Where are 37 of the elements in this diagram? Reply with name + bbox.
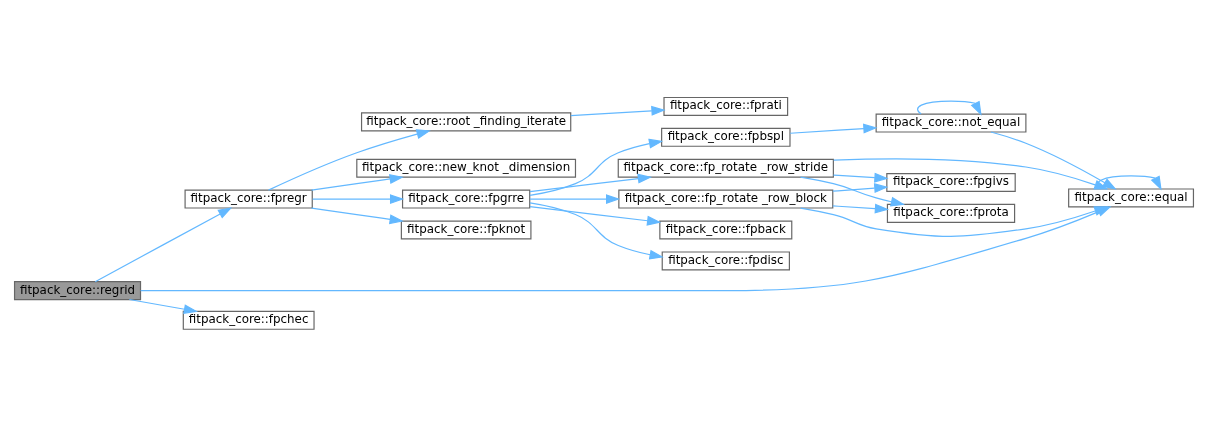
arrow (310, 207, 404, 225)
arrow (529, 138, 664, 196)
node-box: fitpack_core::fprati (663, 96, 789, 116)
arrow (917, 100, 982, 116)
arrow (832, 172, 889, 183)
arrow (128, 298, 199, 315)
node-box: fitpack_core::fpback (659, 220, 793, 240)
arrow (789, 123, 878, 134)
node-box: fitpack_core::fp_rotate _row_block (618, 189, 834, 209)
node-box: fitpack_core::fp_rotate _row_stride (617, 158, 834, 178)
node-box: fitpack_core::equal (1068, 188, 1195, 208)
node-box: fitpack_core::fpknot (400, 220, 532, 240)
arrow (1097, 175, 1162, 191)
arrow (570, 105, 666, 117)
node-box: fitpack_core::fpbspl (661, 127, 791, 147)
arrow (832, 183, 889, 194)
arrow (310, 174, 404, 191)
node-box: fitpack_core::root _finding_iterate (360, 112, 572, 132)
node-box: fitpack_core::fpgivs (886, 172, 1016, 192)
node-box: fitpack_core::fpdisc (661, 251, 790, 271)
node-box: fitpack_core::fpgrre (401, 189, 531, 209)
arrow (990, 131, 1117, 190)
node-box: fitpack_core::regrid (13, 281, 142, 301)
arrow (529, 202, 664, 260)
arrow (312, 194, 405, 205)
arrow (529, 206, 662, 226)
arrow (799, 206, 1109, 237)
arrow (832, 203, 890, 214)
arrow (94, 207, 233, 283)
arrow (267, 129, 431, 191)
node-box: fitpack_core::fprota (886, 203, 1016, 223)
node-box: fitpack_core::fpregr (184, 189, 313, 209)
arrow (529, 173, 653, 193)
node-box: fitpack_core::new_knot _dimension (356, 158, 577, 178)
node-box: fitpack_core::not_equal (875, 113, 1027, 133)
node-box: fitpack_core::fpchec (182, 310, 315, 330)
arrow (529, 194, 621, 205)
